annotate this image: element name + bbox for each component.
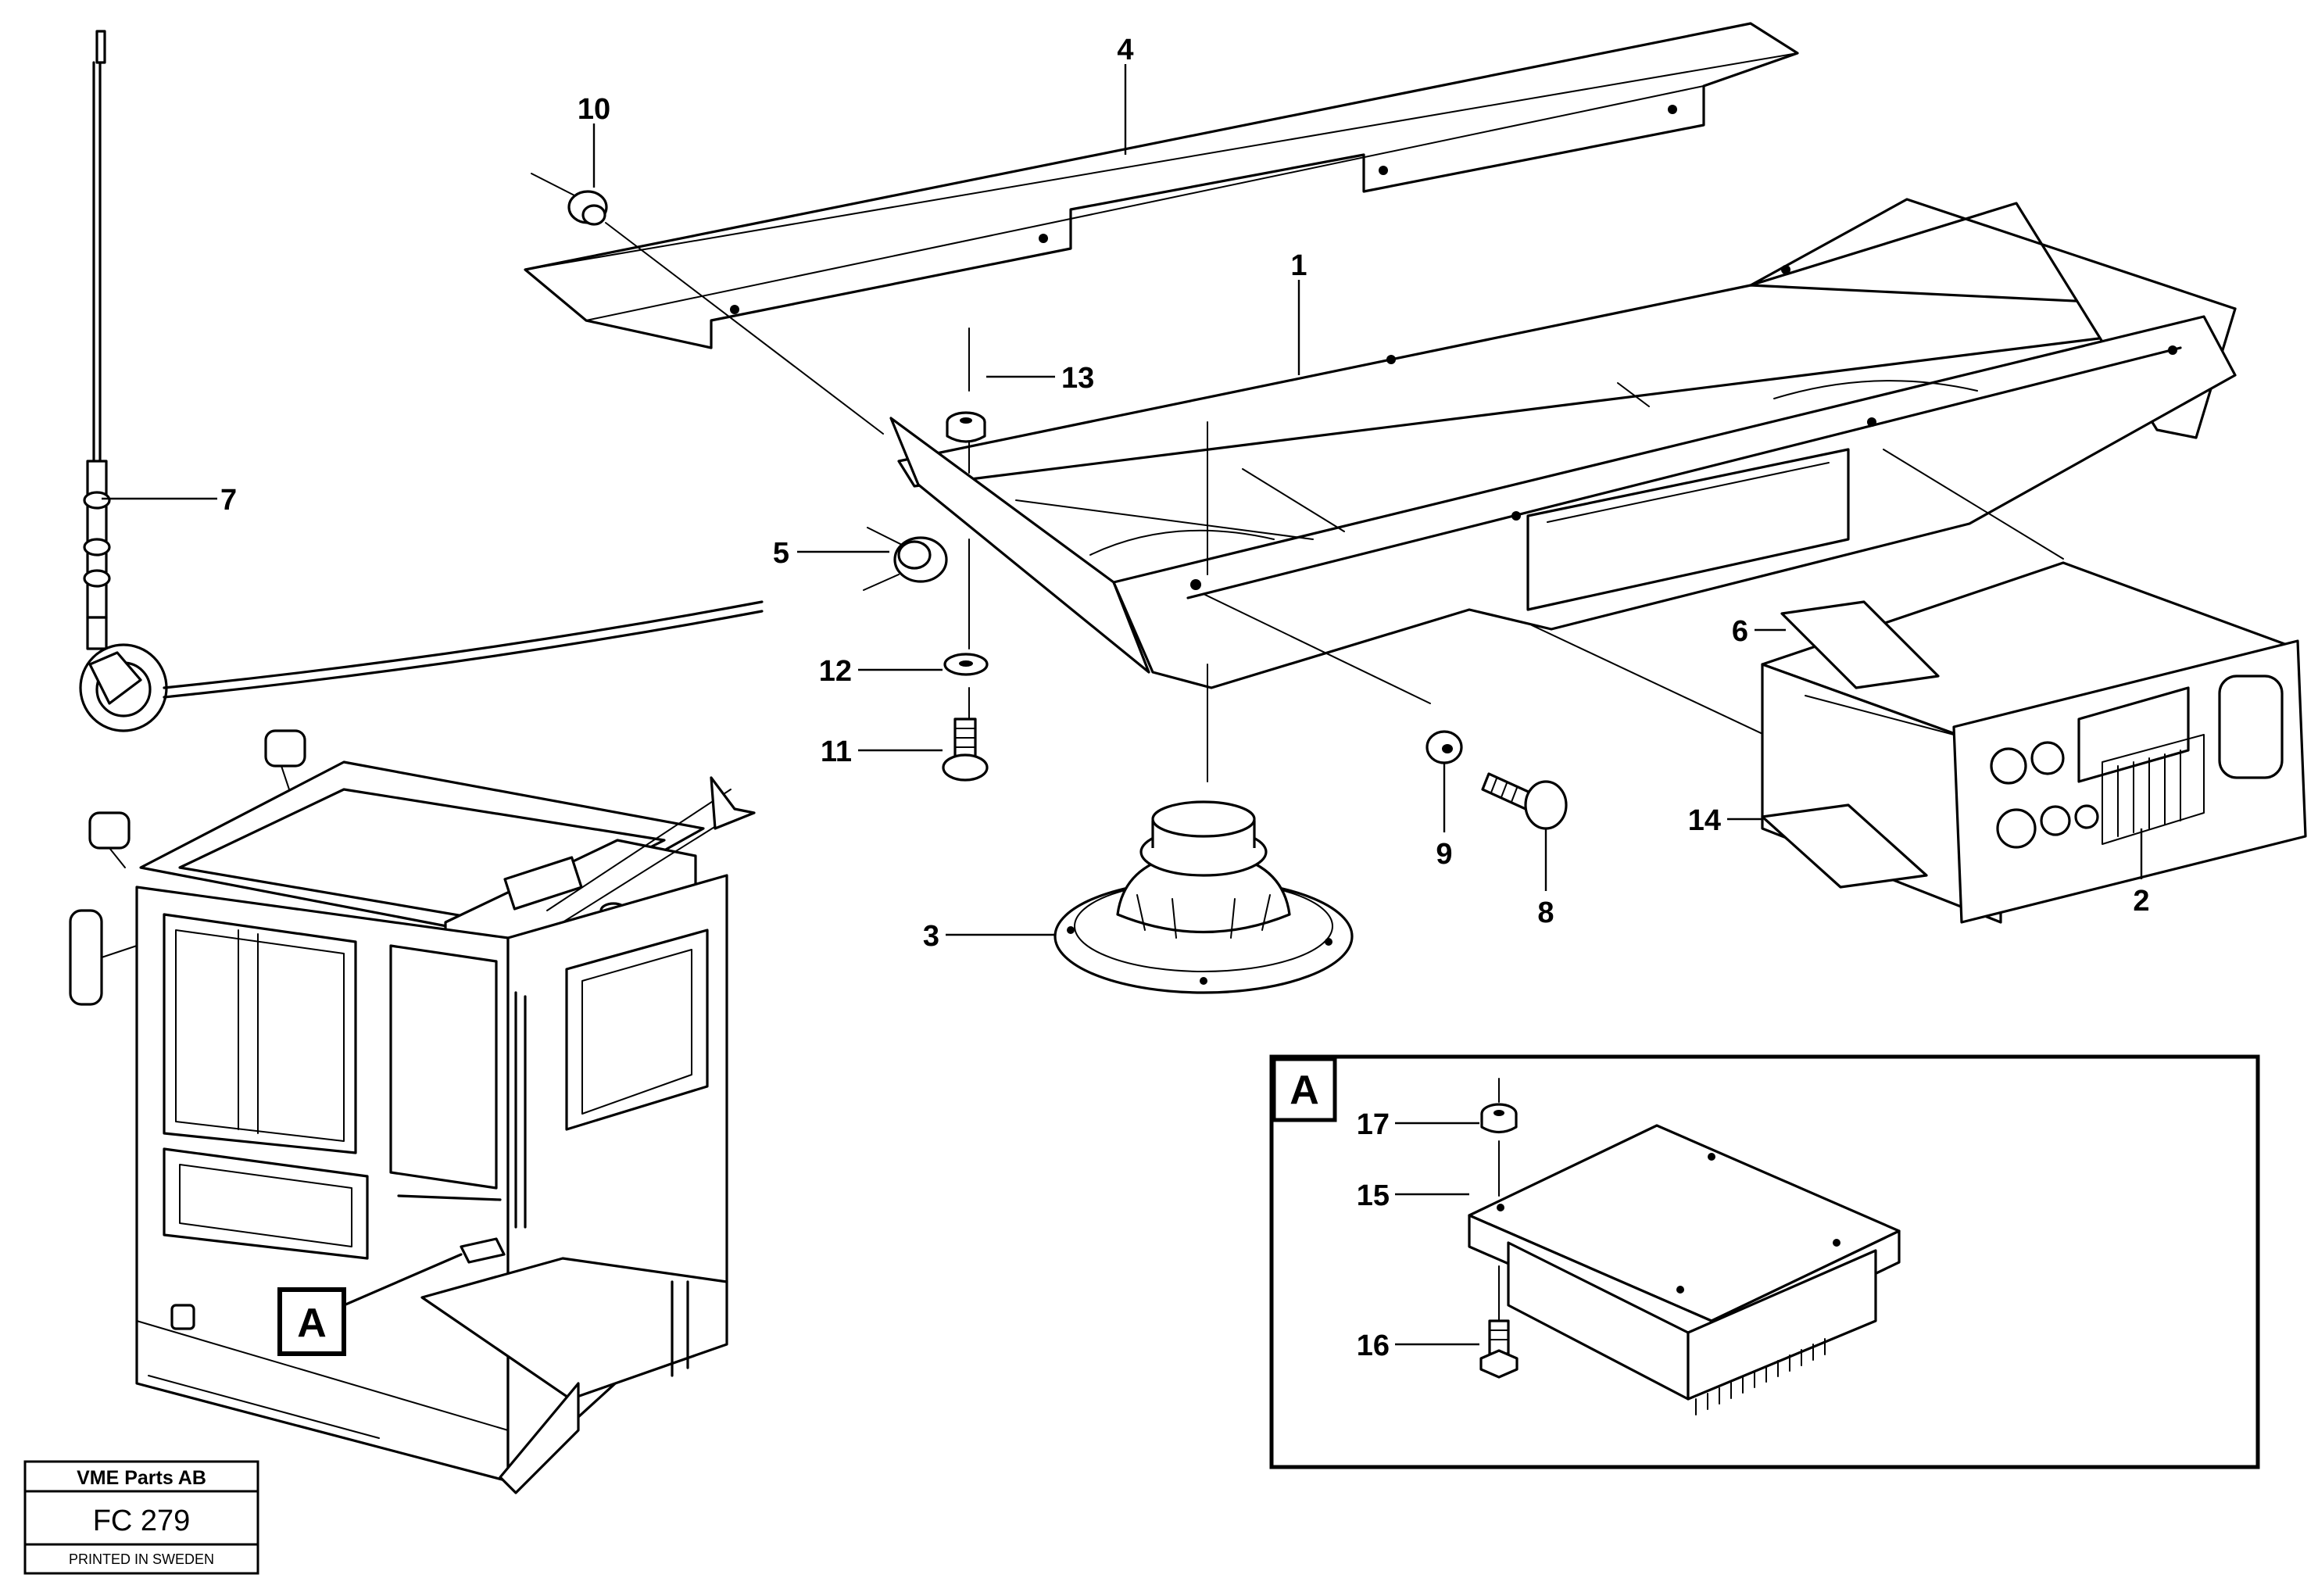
callout-2: 2 [2133,885,2149,918]
part-13-nut [946,411,986,443]
heat-sink-fins [1695,1338,1826,1415]
hole-icon [1379,166,1388,175]
part-9-washer [1425,730,1463,764]
hole-icon [2168,345,2177,355]
hole-icon [1190,579,1201,590]
callout-10: 10 [578,93,610,126]
part-10-grommet [531,173,884,435]
part-8-screw [1481,772,1568,830]
hole-icon [1386,355,1396,364]
callout-3: 3 [923,920,939,953]
detail-a-inset: A [1269,1054,2260,1469]
callout-12: 12 [819,655,852,688]
hole-icon [1067,926,1075,934]
hole-icon [1511,511,1521,521]
cab-overview [69,729,756,1494]
hole-icon [1867,417,1876,427]
callout-15: 15 [1357,1179,1390,1212]
callout-6: 6 [1732,615,1748,648]
part-3-speaker [1053,800,1354,994]
hole-icon [1668,105,1677,114]
part-17-nut [1480,1103,1518,1134]
print-note: PRINTED IN SWEDEN [69,1551,214,1567]
hole-icon [1039,234,1048,243]
part-2-radio [1761,561,2307,924]
company-name: VME Parts AB [77,1467,206,1489]
part-5-grommet [863,536,948,591]
title-block: VME Parts AB FC 279 PRINTED IN SWEDEN [23,1460,259,1575]
part-7-antenna [79,30,764,732]
callout-7: 7 [220,484,237,517]
callout-11: 11 [821,735,852,768]
hole-icon [1708,1153,1715,1161]
callout-5: 5 [773,537,789,570]
hole-icon [1833,1239,1840,1247]
part-14-foam-strip [1761,803,1928,889]
callout-1: 1 [1290,249,1307,282]
hole-icon [1325,938,1332,946]
part-6-foam-strip [1780,600,1940,689]
svg-text:A: A [297,1301,327,1346]
part-11-screw [942,717,989,782]
hole-icon [1200,977,1207,985]
hole-icon [1781,265,1790,274]
callout-9: 9 [1436,838,1452,871]
callout-16: 16 [1357,1329,1390,1362]
tuning-knob-icon [2040,805,2071,836]
hole-icon [1497,1204,1504,1211]
detail-marker-a: A [277,1287,346,1356]
hole-icon [1676,1286,1684,1294]
part-16-screw [1479,1319,1519,1379]
callout-8: 8 [1537,896,1554,929]
part-12-washer [943,653,989,676]
callout-14: 14 [1688,804,1721,837]
svg-text:A: A [1290,1068,1319,1113]
part-1-console-panel [889,198,2237,689]
part-4-trim-strip [524,22,1799,349]
volume-knob-icon [1996,808,2037,849]
callout-labels: 4 10 1 13 7 5 12 11 6 14 3 9 8 2 17 15 1… [220,34,2150,1362]
figure-code: FC 279 [93,1505,191,1537]
leader-lines [102,64,2143,1346]
callout-17: 17 [1357,1108,1390,1141]
callout-4: 4 [1117,34,1133,66]
callout-13: 13 [1061,362,1094,395]
hole-icon [730,305,739,314]
